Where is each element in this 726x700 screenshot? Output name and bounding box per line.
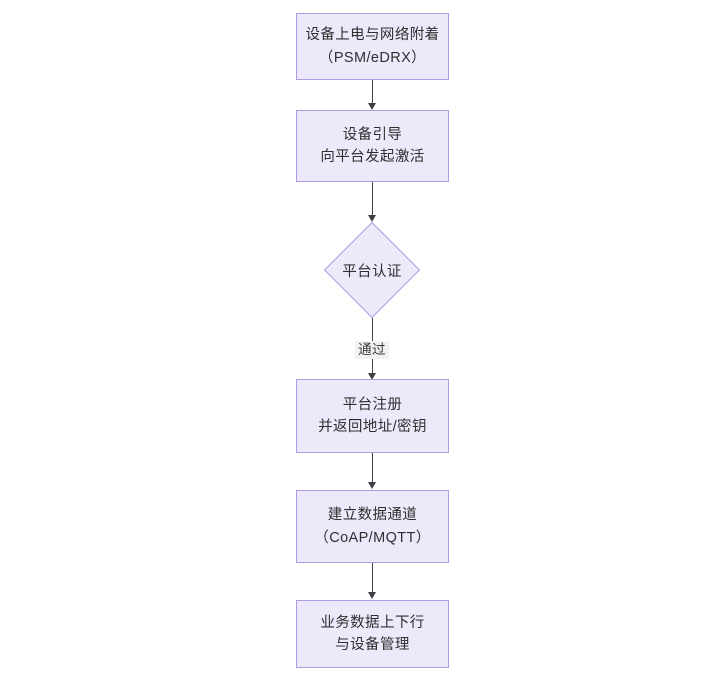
flow-arrowhead-n3-n4 [367,373,376,380]
flow-node-platform-register[interactable]: 平台注册 并返回地址/密钥 [296,379,449,453]
flow-node-device-bootstrap-line2: 向平台发起激活 [320,149,425,165]
flow-node-platform-auth[interactable]: 平台认证 [323,221,421,319]
flow-node-platform-register-line1: 平台注册 [342,396,403,413]
flow-edge-n4-n5 [372,453,373,483]
flow-node-data-channel-line2: （CoAP/MQTT） [314,529,431,546]
flow-node-device-bootstrap-line1: 设备引导 [342,126,403,143]
flow-edge-n2-n3 [372,182,373,216]
flow-node-device-power-on-line2: （PSM/eDRX） [318,49,427,66]
flow-node-data-channel-line1: 建立数据通道 [327,507,418,524]
flow-node-platform-auth-label: 平台认证 [342,263,402,280]
flow-node-business-data-line1: 业务数据上下行 [320,614,425,631]
flow-edge-n5-n6 [372,563,373,593]
flow-node-device-power-on-line1: 设备上电与网络附着 [305,27,440,44]
flow-node-platform-register-line2: 并返回地址/密钥 [318,419,427,435]
flow-node-device-bootstrap[interactable]: 设备引导 向平台发起激活 [296,110,449,182]
flow-edge-n1-n2 [372,80,373,104]
flow-arrowhead-n1-n2 [367,103,376,110]
flow-arrowhead-n4-n5 [367,482,376,489]
flow-node-business-data[interactable]: 业务数据上下行 与设备管理 [296,600,449,668]
flow-edge-label-pass: 通过 [355,341,389,360]
flow-arrowhead-n5-n6 [367,592,376,599]
flow-node-business-data-line2: 与设备管理 [335,637,410,653]
flow-arrowhead-n2-n3 [367,215,376,222]
flow-node-device-power-on[interactable]: 设备上电与网络附着 （PSM/eDRX） [296,13,449,80]
flow-node-data-channel[interactable]: 建立数据通道 （CoAP/MQTT） [296,490,449,563]
